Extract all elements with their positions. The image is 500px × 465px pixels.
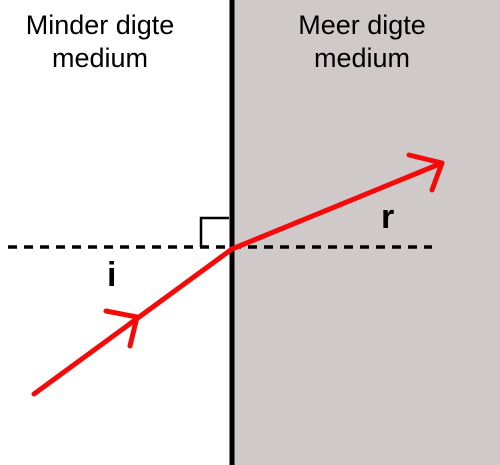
refraction-angle-label: r	[381, 198, 395, 236]
denser-medium-label: Meer digte medium	[242, 9, 482, 75]
incident-ray	[31, 246, 235, 397]
less-dense-medium-label: Minder digte medium	[0, 9, 220, 75]
denser-label-line1: Meer digte	[298, 10, 426, 40]
incidence-angle-label: i	[107, 256, 117, 294]
less-dense-label-line2: medium	[51, 43, 149, 73]
refracted-ray	[229, 160, 445, 252]
right-angle-marker	[199, 216, 229, 247]
denser-label-line2: medium	[313, 43, 411, 73]
less-dense-label-line1: Minder digte	[25, 10, 175, 40]
incident-ray-arrowhead	[103, 308, 140, 349]
refracted-ray-arrowhead	[406, 152, 445, 193]
